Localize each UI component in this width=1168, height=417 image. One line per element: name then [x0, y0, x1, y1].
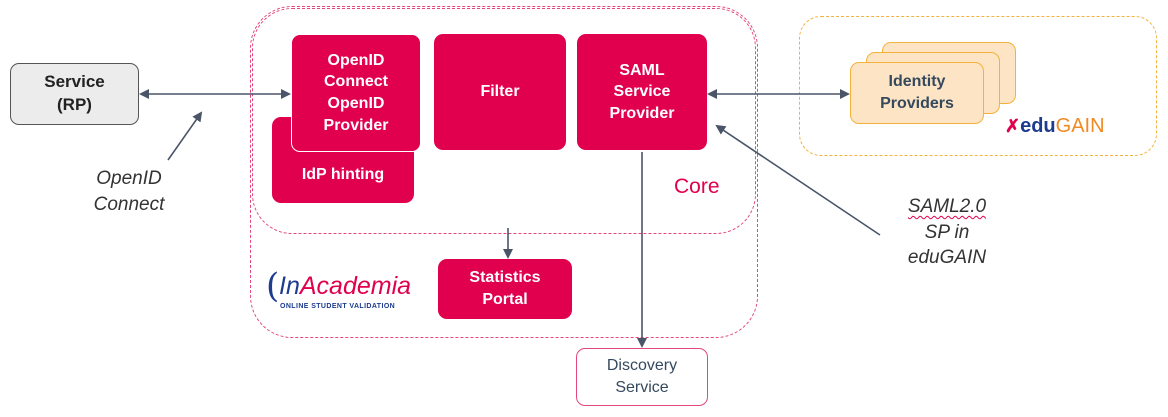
openid-connect-label: OpenID Connect [93, 168, 165, 215]
inacademia-logo-tagline: ONLINE STUDENT VALIDATION [280, 303, 396, 310]
discovery-service-box: Discovery Service [576, 348, 708, 406]
openid-provider-box: OpenID Connect OpenID Provider [291, 34, 421, 152]
inacademia-boundary [250, 6, 758, 338]
edugain-logo: ✗eduGAIN [1005, 115, 1105, 137]
edugain-boundary [799, 16, 1157, 156]
inacademia-logo-academia: Academia [299, 272, 412, 300]
inacademia-logo-paren: ( [266, 266, 280, 306]
saml-edugain-label: SAML2.0 SP in eduGAIN [872, 194, 1022, 271]
statistics-portal-box: Statistics Portal [438, 259, 572, 319]
identity-providers-box: Identity Providers [850, 62, 984, 124]
filter-box: Filter [434, 34, 566, 150]
saml-service-provider-box: SAML Service Provider [577, 34, 707, 150]
core-label: Core [674, 175, 720, 198]
inacademia-logo-in: In [279, 272, 300, 300]
edugain-star-icon: ✗ [1005, 116, 1021, 136]
inacademia-logo: ( InAcademia ONLINE STUDENT VALIDATION [266, 266, 436, 320]
openid-connect-pointer-arrow [167, 111, 203, 161]
saml-label-line1: SAML2.0 [907, 196, 987, 217]
saml-label-line3: eduGAIN [907, 247, 987, 269]
core-boundary [252, 8, 756, 234]
saml-label-line2: SP in [924, 221, 970, 243]
saml-edugain-pointer-arrow [715, 124, 881, 236]
service-rp-box: Service (RP) [10, 63, 139, 125]
